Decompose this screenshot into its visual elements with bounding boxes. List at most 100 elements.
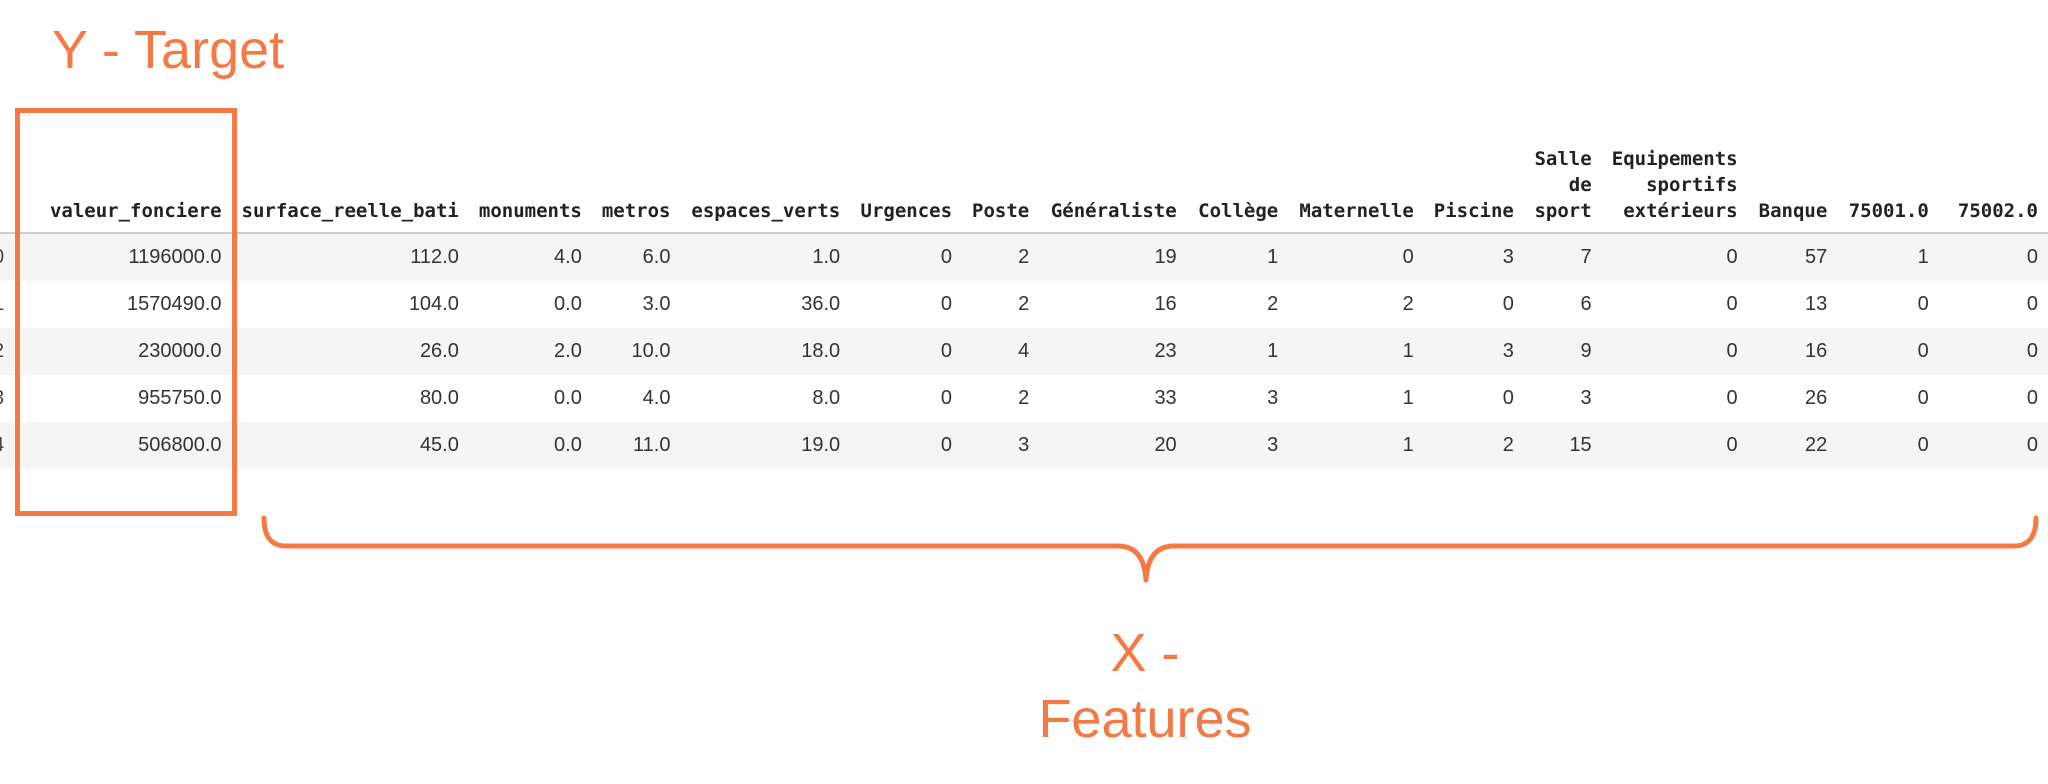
column-header-metros: metros [591,142,681,234]
table-cell: 0 [1938,328,2048,375]
table-cell: 0 [2026,387,2038,409]
table-cell: 230000.0 [24,328,232,375]
table-cell: 2 [962,233,1040,281]
table-cell: 0 [2026,293,2038,315]
table-cell: 3.0 [642,293,671,315]
table-cell: 955750.0 [138,387,222,409]
table-cell: 26.0 [231,328,469,375]
table-cell: 506800.0 [24,422,232,469]
features-annotation-label: X - Features [1000,620,1290,752]
table-cell: 18.0 [680,328,851,375]
table-cell: 19.0 [680,422,851,469]
column-header-75002: 75002.0 [1938,142,2048,234]
table-cell: 0 [1601,422,1748,469]
table-cell: 0 [850,422,963,469]
table-cell: 1570490.0 [126,293,222,315]
table-cell: 0.0 [554,387,582,409]
table-cell: 0 [850,233,963,281]
table-cell: 0 [1288,233,1424,281]
column-header-equipements-sportifs-exterieurs: Equipements sportifs extérieurs [1601,142,1748,234]
row-index-text: 2 [0,340,4,363]
table-cell: 1.0 [680,233,851,281]
table-cell: 1 [1837,233,1939,281]
table-cell: 8.0 [812,387,841,409]
column-header-monuments: monuments [468,142,592,234]
table-cell: 0 [1938,233,2048,281]
table-cell: 2 [1018,387,1030,409]
table-cell: 80.0 [419,387,459,409]
column-header-generaliste: Généraliste [1039,142,1187,234]
row-index-cell: 1 [0,281,25,328]
table-cell: 2 [1423,422,1524,469]
column-header-surface-reelle-bati: surface_reelle_bati [231,142,469,234]
table-cell: 112.0 [231,233,469,281]
table-cell: 9 [1523,328,1602,375]
target-highlight-box [15,108,237,516]
table-cell: 10.0 [591,328,681,375]
features-label-line2: Features [1038,689,1252,749]
table-body: 01196000.0112.04.06.01.00219103705710115… [0,233,2048,469]
column-header-index [0,142,25,234]
table-cell: 15 [1523,422,1602,469]
table-cell: 3 [1267,387,1279,409]
row-index-text: 1 [0,293,4,316]
row-index-cell: 3 [0,375,25,422]
table-cell: 13 [1805,293,1828,315]
table-cell: 3 [1423,328,1524,375]
table-cell: 0 [1502,293,1514,315]
table-cell: 16 [1747,328,1838,375]
table-cell: 1 [1288,422,1424,469]
table-cell: 0 [1601,233,1748,281]
table-cell: 4.0 [642,387,671,409]
table-cell: 104.0 [408,293,459,315]
column-header-valeur-fonciere: valeur_fonciere [24,142,232,234]
table-cell: 0 [940,387,953,409]
features-label-line1: X - [1110,623,1180,683]
table-cell: 36.0 [801,293,841,315]
table-cell: 6.0 [591,233,681,281]
table-cell: 16 [1154,293,1177,315]
column-header-piscine: Piscine [1423,142,1524,234]
row-index-cell: 4 [0,422,25,469]
table-cell: 3 [1580,387,1592,409]
table-cell: 1 [1186,233,1289,281]
table-cell: 0.0 [468,422,592,469]
table-cell: 57 [1747,233,1838,281]
table-cell: 7 [1523,233,1602,281]
table-cell: 0 [1601,328,1748,375]
column-header-salle-de-sport: Salle de sport [1523,142,1602,234]
column-header-poste: Poste [962,142,1040,234]
table-cell: 0.0 [554,293,582,315]
table-cell: 4.0 [468,233,592,281]
table-cell: 19 [1039,233,1187,281]
table-cell: 22 [1747,422,1838,469]
table-cell: 0 [1917,293,1929,315]
target-annotation-label: Y - Target [52,20,285,80]
features-brace [261,515,2039,583]
table-cell: 4 [962,328,1040,375]
table-cell: 3 [962,422,1040,469]
column-header-college: Collège [1186,142,1289,234]
table-cell: 0 [1726,293,1738,315]
table-cell: 2 [1402,293,1414,315]
table-cell: 20 [1039,422,1187,469]
row-index-text: 4 [0,434,4,457]
column-header-banque: Banque [1747,142,1838,234]
row-index-text: 0 [0,246,4,269]
table-cell: 3 [1186,422,1289,469]
table-cell: 0 [1726,387,1738,409]
column-header-urgences: Urgences [850,142,963,234]
table-cell: 11.0 [591,422,681,469]
table-cell: 1 [1402,387,1414,409]
table-cell: 2 [1018,293,1030,315]
table-cell: 26 [1805,387,1828,409]
table-cell: 2.0 [468,328,592,375]
table-cell: 3 [1423,233,1524,281]
table-cell: 0 [1837,328,1939,375]
table-cell: 2 [1267,293,1279,315]
column-header-75001: 75001.0 [1837,142,1939,234]
